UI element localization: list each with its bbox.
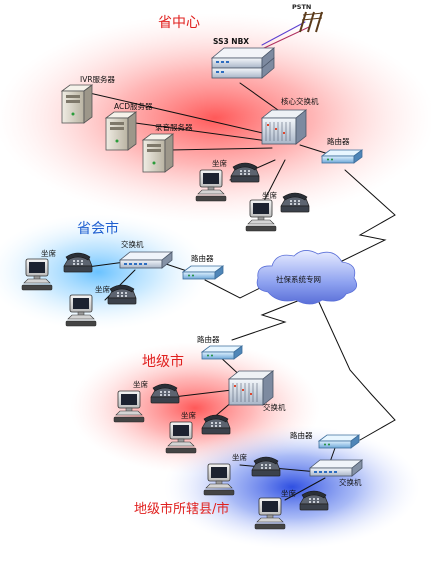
core-switch-label: 核心交换机 xyxy=(281,96,319,106)
pf-switch-icon xyxy=(228,370,274,406)
ivr-server-icon xyxy=(61,84,93,124)
pstn-link-1 xyxy=(261,21,306,46)
wan-link-prefecture xyxy=(231,299,301,341)
ct-seat2-link xyxy=(284,477,326,501)
provincial-city-title: 省会市 xyxy=(77,220,119,237)
pc-seat1-label: 坐席 xyxy=(41,248,56,258)
pc-seat2-label: 坐席 xyxy=(95,284,110,294)
province-router-label: 路由器 xyxy=(327,136,350,146)
core-switch-icon xyxy=(261,109,307,145)
ct-router-icon xyxy=(318,434,360,449)
provincial-city-zone xyxy=(0,214,210,330)
ss3-nbx-label: SS3 NBX xyxy=(213,37,249,46)
province-seat1-label: 坐席 xyxy=(212,158,227,168)
province-seat1-phone-icon xyxy=(230,162,260,183)
ct-switch-icon xyxy=(309,459,363,477)
ct-seat1-phone-icon xyxy=(251,456,281,477)
pf-seat1-computer-icon xyxy=(113,390,145,423)
acd-link xyxy=(127,121,276,143)
ct-seat1-label: 坐席 xyxy=(232,452,247,462)
pstn-label: PSTN xyxy=(292,3,311,11)
province-seat2-label: 坐席 xyxy=(262,190,277,200)
recording-server-label: 录音服务器 xyxy=(155,122,193,132)
acd-server-label: ACD服务器 xyxy=(114,101,153,111)
ct-seat1-computer-icon xyxy=(203,463,235,496)
province-router-icon xyxy=(321,149,363,164)
prefecture-city-title: 地级市 xyxy=(142,353,184,370)
pc-router-label: 路由器 xyxy=(191,253,214,263)
ct-router-label: 路由器 xyxy=(290,430,313,440)
pf-seat1-phone-icon xyxy=(150,383,180,404)
pf-seat2-phone-icon xyxy=(201,414,231,435)
ct-seat2-phone-icon xyxy=(299,490,329,511)
pc-seat2-computer-icon xyxy=(65,294,97,327)
province-seat1-computer-icon xyxy=(195,169,227,202)
province-center-title: 省中心 xyxy=(158,15,200,31)
wan-link-county xyxy=(317,299,396,441)
ct-seat2-computer-icon xyxy=(254,497,286,530)
pc-router-icon xyxy=(182,265,224,280)
province-seat2-phone-icon xyxy=(280,192,310,213)
county-zone xyxy=(164,425,420,549)
network-label: 社保系统专网 xyxy=(276,274,321,284)
pc-seat1-phone-icon xyxy=(63,252,93,273)
recording-link xyxy=(169,147,273,151)
pf-seat2-label: 坐席 xyxy=(181,410,196,420)
pf-seat1-label: 坐席 xyxy=(133,379,148,389)
pstn-tower-icon xyxy=(299,11,324,33)
province-center-zone xyxy=(0,13,431,223)
pf-router-icon xyxy=(201,345,243,360)
ct-switch-label: 交换机 xyxy=(339,477,362,487)
ivr-server-label: IVR服务器 xyxy=(80,74,116,84)
ct-seat2-label: 坐席 xyxy=(281,488,296,498)
recording-server-icon xyxy=(142,133,174,173)
pc-seat2-phone-icon xyxy=(107,284,137,305)
pc-switch-label: 交换机 xyxy=(121,239,144,249)
pc-switch-icon xyxy=(119,251,173,269)
pf-router-label: 路由器 xyxy=(197,334,220,344)
province-seat2-computer-icon xyxy=(245,199,277,232)
pf-switch-label: 交换机 xyxy=(263,402,286,412)
acd-server-icon xyxy=(105,111,137,151)
pc-seat1-computer-icon xyxy=(21,258,53,291)
county-title: 地级市所辖县/市 xyxy=(134,501,229,517)
ss3-nbx-device xyxy=(210,47,276,79)
pf-seat2-computer-icon xyxy=(165,421,197,454)
ivr-link xyxy=(84,91,281,138)
social-security-network-cloud-icon xyxy=(256,250,358,305)
seat2-link xyxy=(261,159,286,206)
